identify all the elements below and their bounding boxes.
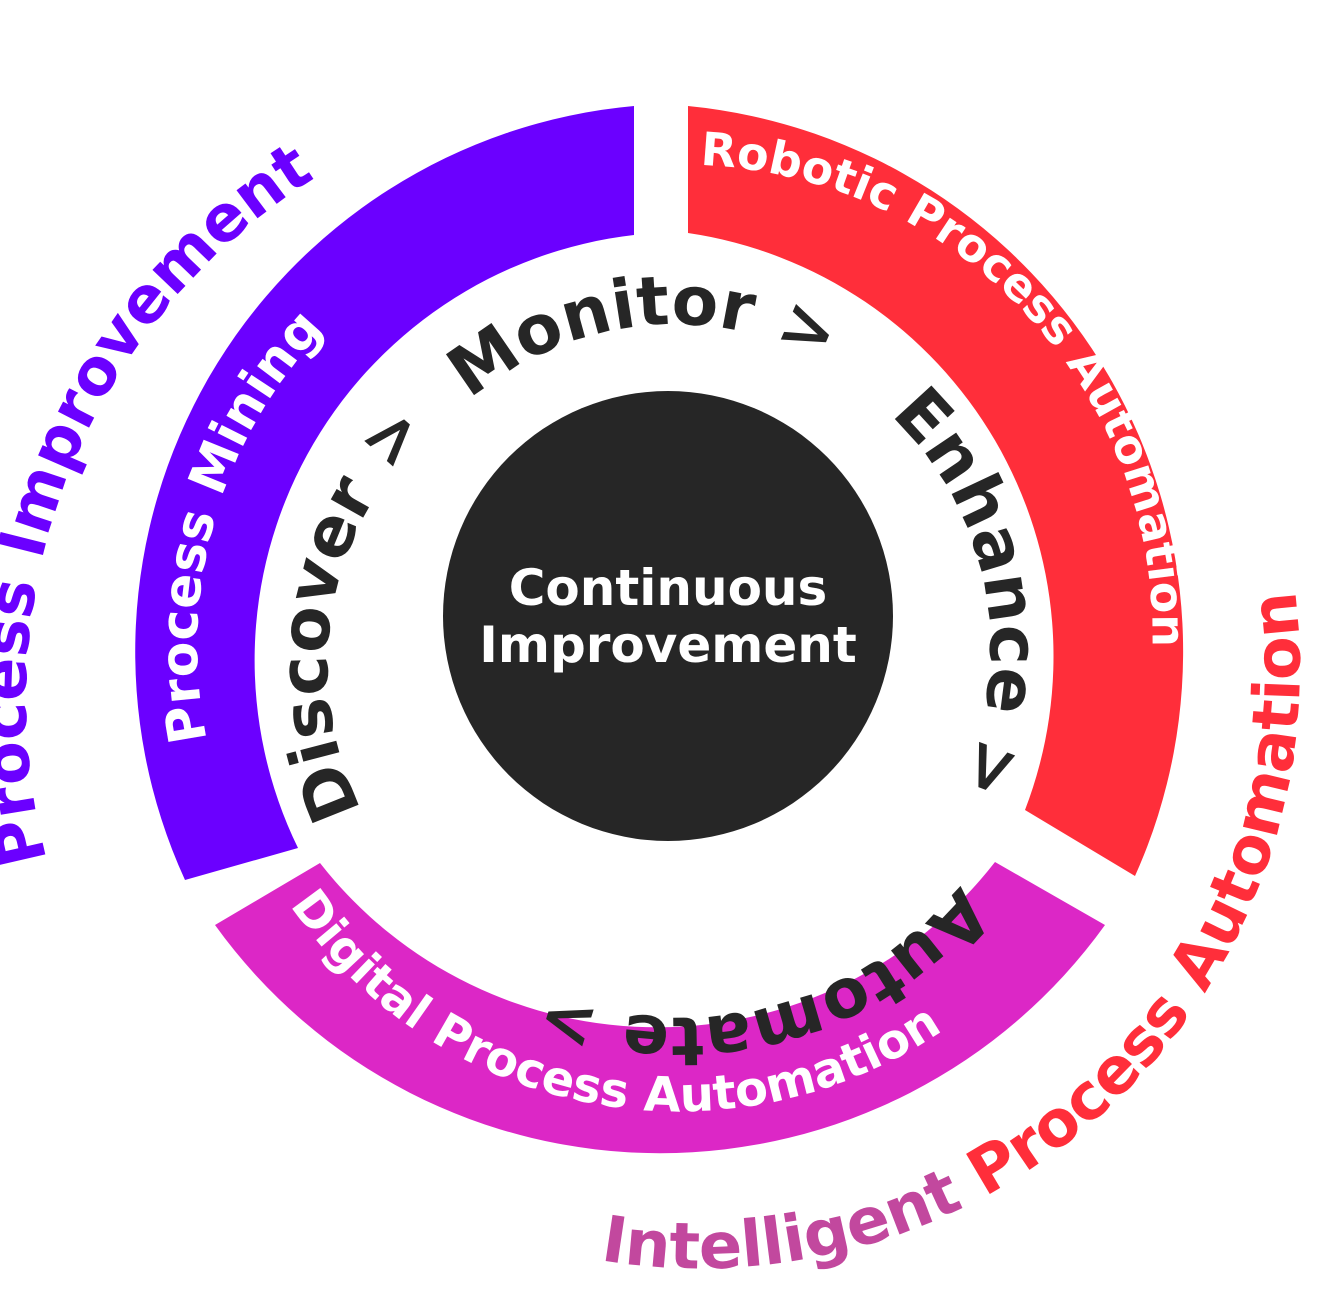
center-circle [443, 391, 893, 841]
segment-digital-process-automation [215, 862, 1105, 1154]
intelligent-label: Intelligent [598, 1154, 972, 1284]
segment-robotic-process-automation [688, 106, 1184, 876]
center-line-1: Continuous [509, 559, 828, 617]
center-line-2: Improvement [479, 616, 857, 674]
cycle-monitor: Monitor > [434, 261, 850, 412]
segment-process-mining [135, 106, 635, 880]
